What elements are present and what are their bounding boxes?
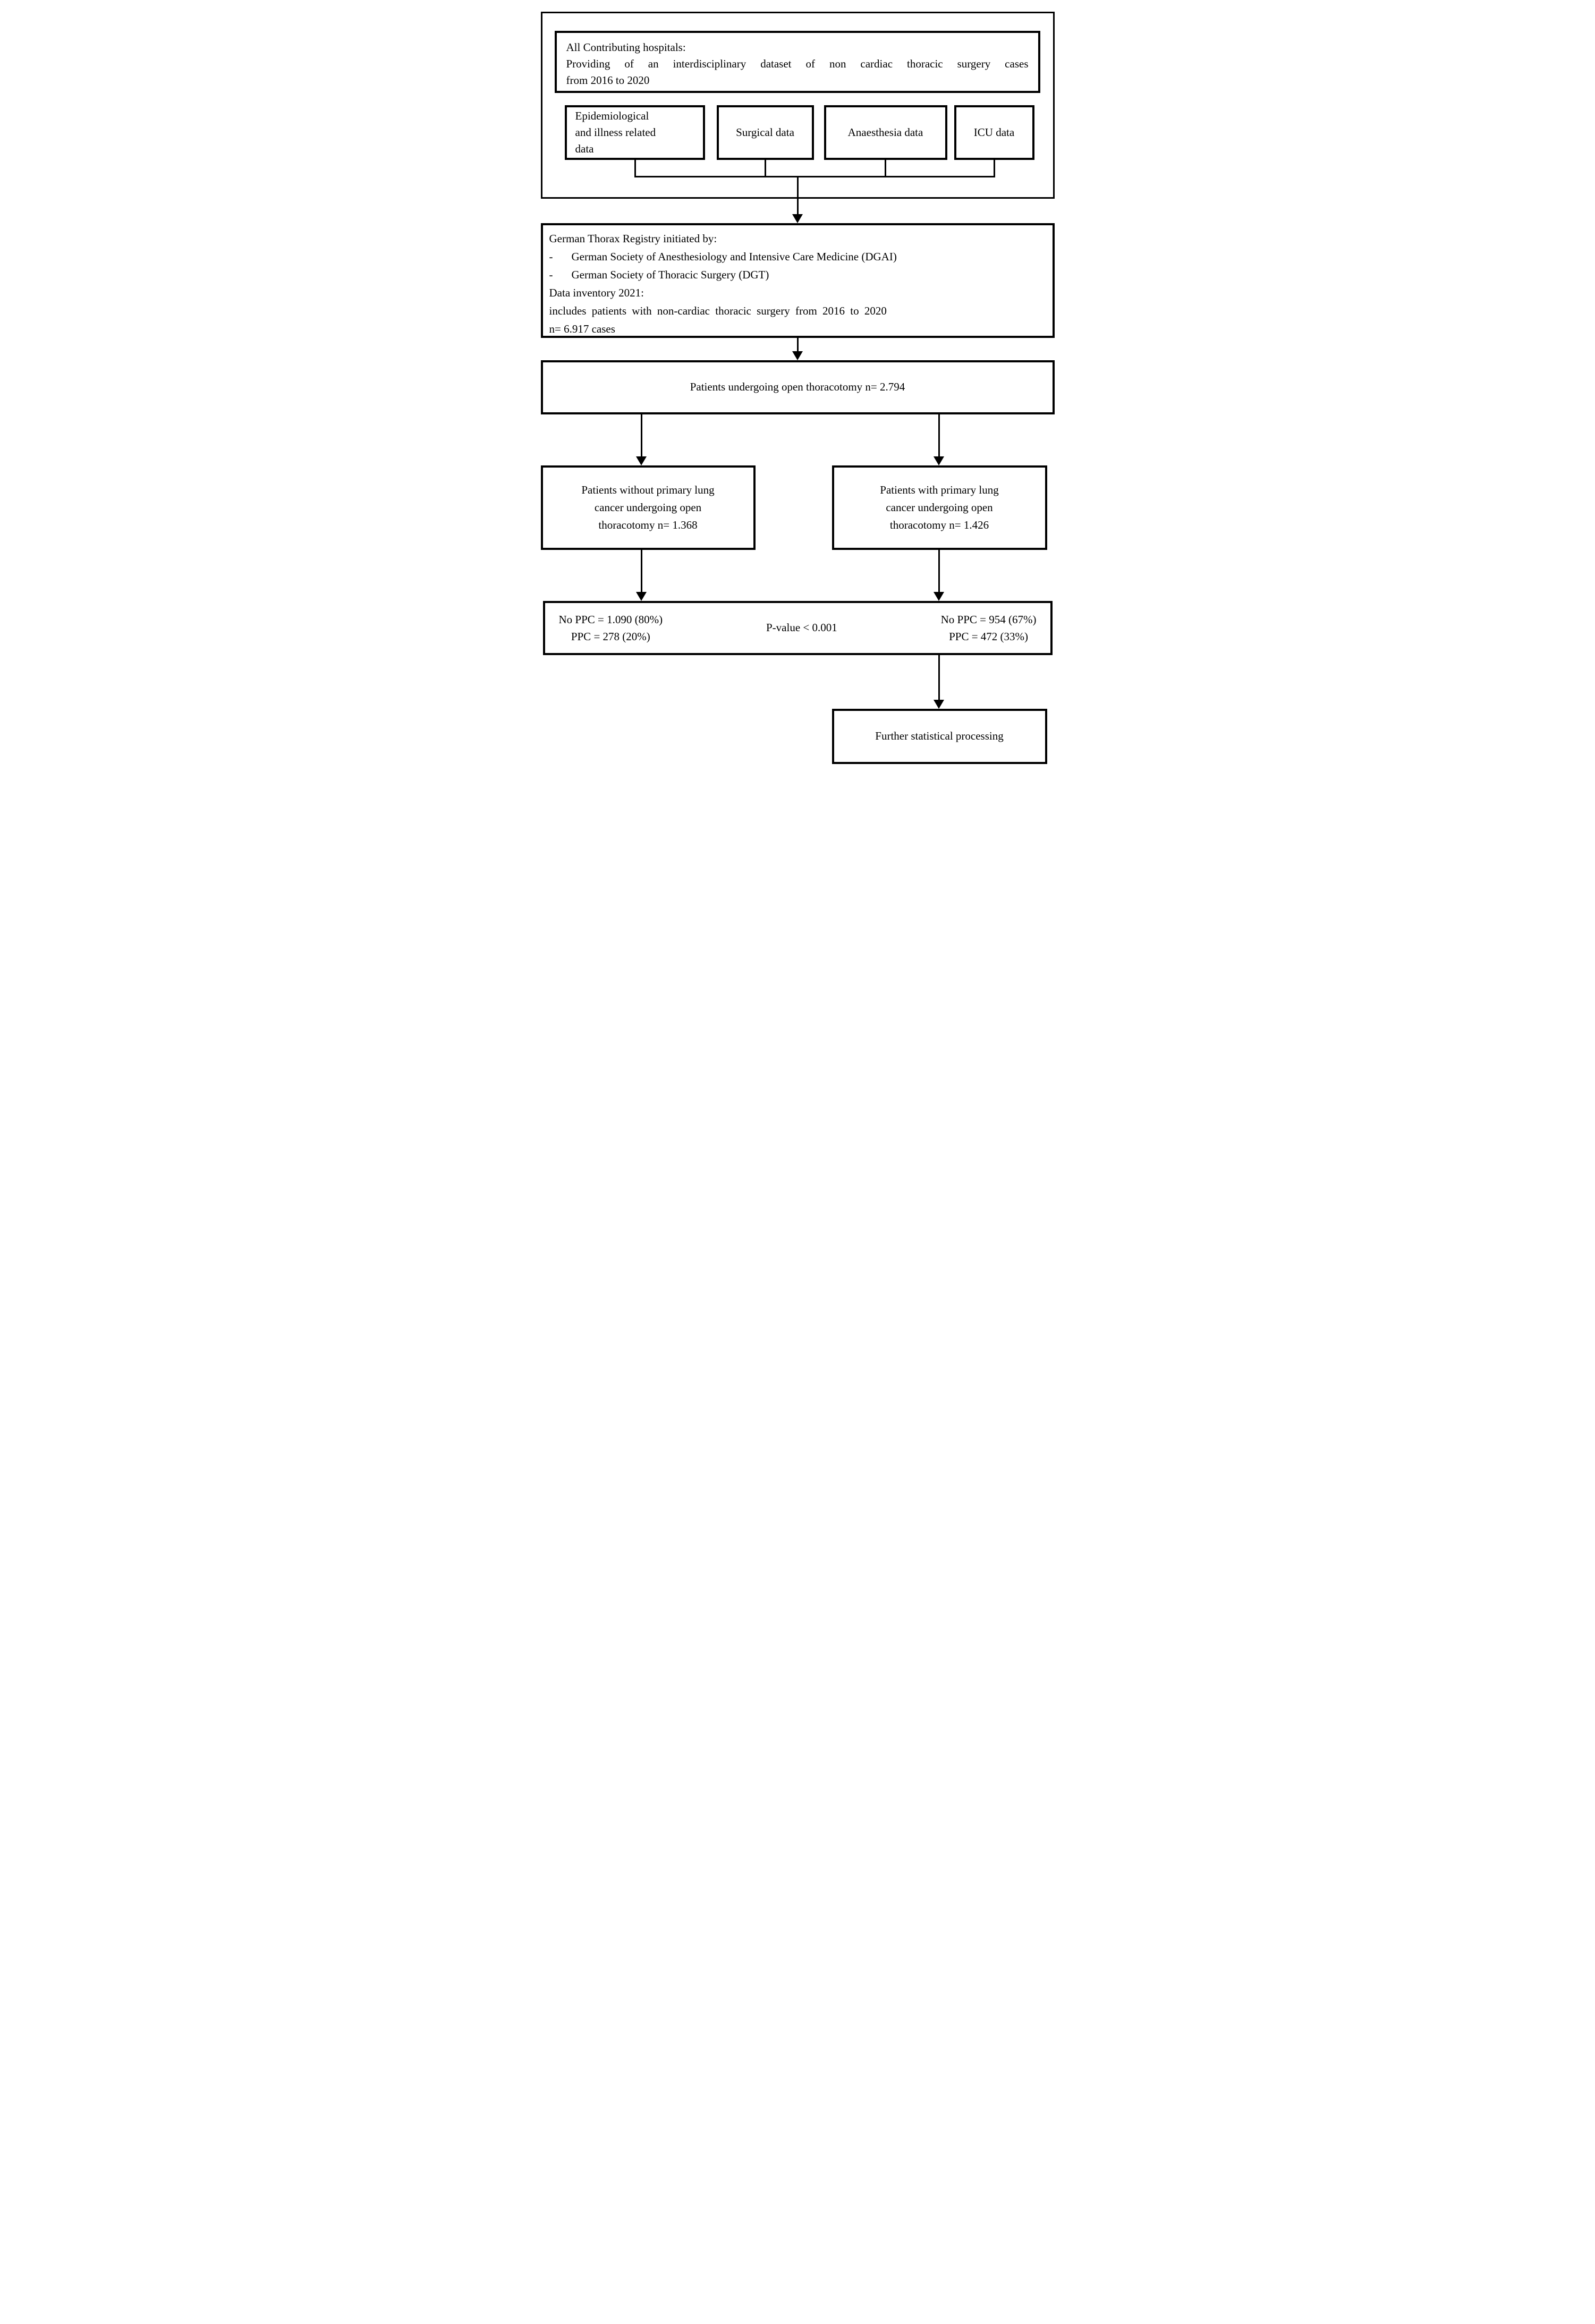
bullet-dash: -	[549, 250, 553, 263]
registry-inventory-heading: Data inventory 2021:	[549, 286, 644, 299]
hospitals-box: All Contributing hospitals: Providing of…	[554, 31, 1040, 93]
registry-heading: German Thorax Registry initiated by:	[549, 232, 717, 245]
hospitals-line3: from 2016 to 2020	[566, 74, 650, 87]
without-lung-cancer-label: Patients without primary lung cancer und…	[581, 484, 715, 531]
connector-stub-anaesthesia	[884, 160, 886, 176]
arrow-to-thoracotomy-shaft	[796, 338, 799, 352]
data-box-surgical: Surgical data	[716, 105, 814, 160]
data-box-anaesthesia: Anaesthesia data	[824, 105, 947, 160]
registry-inventory-line: includes patients with non-cardiac thora…	[549, 304, 887, 317]
arrow-to-further-head	[933, 700, 944, 709]
p-value: P-value < 0.001	[766, 621, 837, 634]
anaesthesia-label: Anaesthesia data	[847, 125, 923, 139]
epidemiological-label: Epidemiological and illness related data	[575, 109, 656, 155]
bullet-dash: -	[549, 268, 553, 281]
ppc-left-ppc: PPC = 278 (20%)	[571, 630, 650, 643]
registry-box: German Thorax Registry initiated by: - G…	[540, 223, 1055, 338]
arrow-left-to-outcomes-shaft	[640, 550, 642, 593]
ppc-right-no-ppc: No PPC = 954 (67%)	[940, 613, 1037, 626]
connector-stub-icu	[993, 160, 995, 176]
arrow-right-to-outcomes-head	[933, 592, 944, 601]
hospitals-line2: Providing of an interdisciplinary datase…	[566, 57, 1029, 70]
connector-horizontal-line	[634, 176, 995, 177]
arrow-to-registry-head	[792, 214, 803, 223]
with-lung-cancer-label: Patients with primary lung cancer underg…	[880, 484, 999, 531]
arrow-to-registry-shaft	[796, 176, 799, 215]
arrow-to-without-cancer-head	[635, 456, 647, 465]
further-processing-box: Further statistical processing	[832, 709, 1047, 764]
ppc-left-group: No PPC = 1.090 (80%) PPC = 278 (20%)	[559, 611, 663, 645]
further-processing-label: Further statistical processing	[875, 730, 1004, 743]
arrow-to-thoracotomy-head	[792, 351, 803, 360]
registry-inventory-n: n= 6.917 cases	[549, 323, 615, 335]
flow-diagram: All Contributing hospitals: Providing of…	[531, 0, 1064, 775]
ppc-left-no-ppc: No PPC = 1.090 (80%)	[558, 613, 663, 626]
ppc-right-group: No PPC = 954 (67%) PPC = 472 (33%)	[941, 611, 1037, 645]
hospitals-title: All Contributing hospitals:	[566, 41, 686, 54]
arrow-left-to-outcomes-head	[635, 592, 647, 601]
without-lung-cancer-box: Patients without primary lung cancer und…	[540, 465, 756, 550]
data-box-icu: ICU data	[954, 105, 1034, 160]
registry-bullet-dgai: - German Society of Anesthesiology and I…	[549, 248, 1046, 266]
thoracotomy-label: Patients undergoing open thoracotomy n= …	[690, 380, 905, 394]
arrow-to-further-shaft	[938, 655, 940, 700]
connector-stub-surgical	[764, 160, 766, 176]
data-box-epidemiological: Epidemiological and illness related data	[564, 105, 705, 160]
arrow-to-with-cancer-shaft	[938, 414, 940, 457]
with-lung-cancer-box: Patients with primary lung cancer underg…	[832, 465, 1047, 550]
arrow-to-with-cancer-head	[933, 456, 944, 465]
surgical-label: Surgical data	[736, 125, 794, 139]
arrow-right-to-outcomes-shaft	[938, 550, 940, 593]
connector-stub-epidemiological	[634, 160, 636, 176]
ppc-right-ppc: PPC = 472 (33%)	[949, 630, 1029, 643]
registry-bullet-dgt: - German Society of Thoracic Surgery (DG…	[549, 266, 1046, 284]
thoracotomy-box: Patients undergoing open thoracotomy n= …	[540, 360, 1055, 414]
ppc-outcomes-box: No PPC = 1.090 (80%) PPC = 278 (20%) P-v…	[542, 601, 1053, 655]
icu-label: ICU data	[973, 125, 1015, 139]
arrow-to-without-cancer-shaft	[640, 414, 642, 457]
